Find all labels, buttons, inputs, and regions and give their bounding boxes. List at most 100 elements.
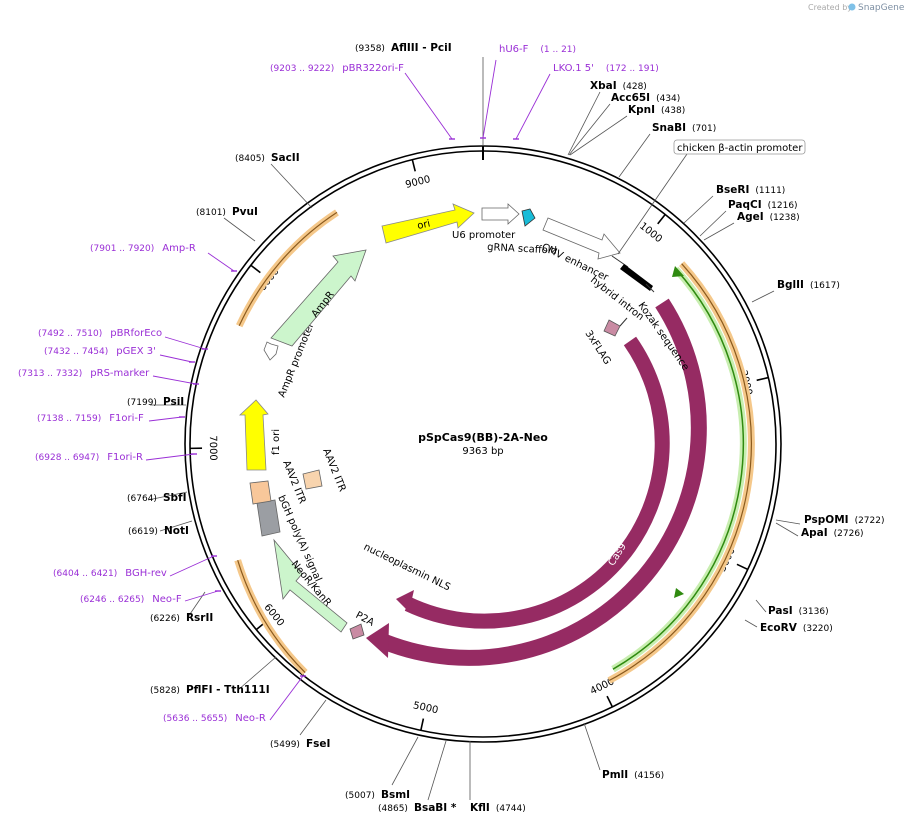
cas9-inner-arrowhead	[396, 590, 414, 612]
chicken-actin-leader	[617, 153, 688, 255]
primer-site: (7138 .. 7159) F1ori-F	[37, 413, 185, 424]
enzyme-name: BsaBI *	[414, 802, 457, 814]
primer-site: (7492 .. 7510)pBRforEco	[38, 328, 208, 350]
enzyme-position: (9358)	[355, 44, 385, 54]
primer-sites: hU6-F(1 .. 21)LKO.1 5'(172 .. 191)(9203 …	[18, 44, 659, 724]
enzyme-position: (5007)	[345, 791, 375, 801]
restriction-site: EcoRV(3220)	[744, 619, 833, 634]
ruler-tick	[606, 695, 614, 708]
restriction-site: (5499)FseI	[270, 699, 330, 750]
primer-site: (9203 .. 9222) pBR322ori-F	[270, 63, 455, 140]
restriction-site-leader	[567, 91, 601, 156]
primer-name: F1ori-F	[109, 413, 144, 424]
plasmid-name: pSpCas9(BB)-2A-Neo	[418, 431, 548, 444]
primer-range: (7138 .. 7159)	[37, 414, 101, 424]
primer-leader	[404, 72, 453, 140]
chicken-actin-promoter-callout: chicken β-actin promoter	[617, 139, 806, 255]
enzyme-name: PasI	[768, 605, 793, 617]
band-green-start-arrowhead	[672, 266, 684, 277]
enzyme-name: AgeI	[737, 211, 764, 223]
restriction-site-leader	[427, 740, 447, 801]
ampr-arrow	[270, 249, 367, 347]
primer-leader	[169, 555, 215, 577]
enzyme-name: ApaI	[801, 527, 828, 539]
band-green-cas9-core	[612, 268, 744, 670]
enzyme-name: BglII	[777, 279, 804, 291]
primer-leader	[164, 336, 206, 350]
primer-label: (7432 .. 7454)pGEX 3'	[44, 346, 156, 357]
enzyme-position: (1216)	[768, 201, 798, 211]
ampr-promoter-arrow	[263, 341, 279, 361]
aav-itr-left-box	[249, 480, 272, 505]
enzyme-position: (3136)	[799, 607, 829, 617]
enzyme-position: (8101)	[196, 208, 226, 218]
outer-bands	[234, 209, 755, 684]
flag-tick	[619, 317, 628, 327]
band-orange-backbone-left-core	[238, 211, 338, 327]
enzyme-position: (2722)	[855, 516, 885, 526]
restriction-site: PspOMI (2722)	[775, 514, 885, 526]
primer-range: (6246 .. 6265)	[80, 595, 144, 605]
restriction-site-label: (8405)SacII	[235, 152, 300, 164]
hybrid-intron-label: hybrid intron	[588, 275, 646, 323]
primer-name: pGEX 3'	[116, 346, 156, 357]
primer-name: Neo-F	[152, 594, 182, 605]
enzyme-position: (6764)	[127, 494, 157, 504]
restriction-site: PasI (3136)	[755, 599, 829, 617]
restriction-site-label: Acc65I (434)	[611, 92, 680, 104]
restriction-site: (8101)PvuI	[196, 206, 258, 242]
enzyme-position: (4865)	[378, 804, 408, 814]
ori-arrow	[381, 203, 475, 244]
primer-label: (7901 .. 7920)Amp-R	[90, 243, 196, 254]
primer-label: (5636 .. 5655)Neo-R	[163, 713, 266, 724]
ruler-tick	[250, 264, 261, 274]
enzyme-position: (6226)	[150, 614, 180, 624]
primer-name: pBR322ori-F	[342, 63, 404, 74]
restriction-site-label: AgeI(1238)	[737, 211, 800, 223]
primer-leader	[159, 354, 193, 363]
primer-range: (7901 .. 7920)	[90, 244, 154, 254]
enzyme-name: NotI	[164, 525, 189, 537]
enzyme-name: PflFI - Tth111I	[186, 684, 270, 696]
enzyme-name: PspOMI	[804, 514, 849, 526]
primer-range: (7313 .. 7332)	[18, 369, 82, 379]
enzyme-name: PsiI	[163, 396, 184, 408]
restriction-site: Acc65I (434)	[568, 92, 680, 156]
ruler-tick	[411, 159, 417, 172]
grna-scaffold-arrow	[521, 208, 536, 227]
enzyme-name: Acc65I	[611, 92, 650, 104]
primer-site: (6928 .. 6947)F1ori-R	[35, 452, 197, 463]
enzyme-position: (4156)	[634, 771, 664, 781]
chicken-actin-label: chicken β-actin promoter	[677, 143, 803, 154]
primer-label: (6246 .. 6265) Neo-F	[80, 594, 182, 605]
restriction-site-leader	[583, 722, 601, 771]
snapgene-logo-icon	[848, 3, 856, 11]
plasmid-title: pSpCas9(BB)-2A-Neo 9363 bp	[418, 431, 548, 457]
enzyme-name: EcoRV	[760, 622, 798, 634]
u6-promoter-label: U6 promoter	[452, 230, 516, 241]
cas9-outer-arc	[376, 298, 707, 666]
enzyme-position: (428)	[623, 82, 647, 92]
restriction-site-leader	[299, 699, 327, 736]
enzyme-name: PaqCI	[728, 199, 762, 211]
primer-site: (5636 .. 5655)Neo-R	[163, 675, 306, 724]
primer-label: (6928 .. 6947)F1ori-R	[35, 452, 143, 463]
restriction-site-label: PspOMI (2722)	[804, 514, 885, 526]
primer-label: (7492 .. 7510)pBRforEco	[38, 328, 162, 339]
primer-name: pRS-marker	[90, 368, 150, 379]
restriction-site-leader	[237, 656, 277, 691]
enzyme-position: (1111)	[755, 186, 785, 196]
band-orange-bottom-core	[237, 560, 306, 673]
watermark-brand: SnapGene	[858, 3, 905, 13]
enzyme-name: SnaBI	[652, 122, 686, 134]
restriction-site: KpnI(438)	[569, 104, 685, 156]
restriction-site: (6764)SbfI	[127, 491, 188, 504]
primer-range: (9203 .. 9222)	[270, 64, 334, 74]
enzyme-position: (434)	[656, 94, 680, 104]
aav-itr-right-box	[302, 469, 323, 490]
ruler-tick	[756, 376, 769, 382]
primer-site: LKO.1 5'(172 .. 191)	[513, 63, 659, 140]
enzyme-position: (1617)	[810, 281, 840, 291]
restriction-site-label: (5007)BsmI	[345, 789, 410, 801]
f1-ori-label: f1 ori	[271, 429, 282, 455]
